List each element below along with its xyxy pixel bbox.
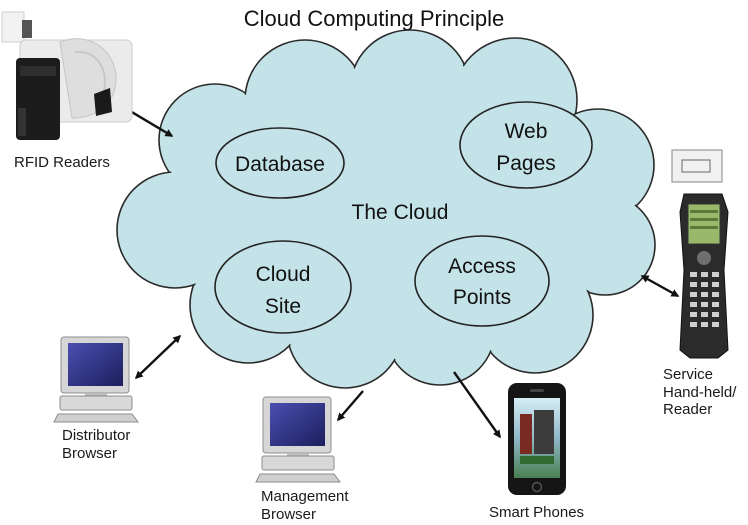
label-distributor-browser-line2: Browser bbox=[62, 445, 118, 462]
label-distributor-browser: Distributor Browser bbox=[62, 427, 130, 463]
node-database-label: Database bbox=[235, 153, 325, 176]
handheld-reader-image bbox=[671, 149, 729, 359]
management-computer-image bbox=[255, 396, 341, 483]
label-service-handheld: Service Hand-held/ Reader bbox=[663, 366, 736, 419]
label-management-browser: Management Browser bbox=[261, 488, 349, 524]
node-cloud-site-line2: Site bbox=[265, 295, 301, 318]
arrow-management-cloud bbox=[337, 390, 364, 422]
node-cloud-site: Cloud Site bbox=[214, 240, 352, 334]
diagram-title: Cloud Computing Principle bbox=[243, 6, 505, 31]
rfid-reader-image bbox=[1, 11, 133, 140]
label-rfid-readers-text: RFID Readers bbox=[14, 154, 110, 171]
label-smart-phones: Smart Phones bbox=[489, 504, 584, 521]
node-access-points: Access Points bbox=[414, 235, 550, 327]
label-service-handheld-line2: Hand-held/ bbox=[663, 383, 737, 401]
arrow-cloud-to-phones bbox=[453, 371, 501, 439]
node-web-pages-line2: Pages bbox=[496, 152, 556, 175]
cloud-label: The Cloud bbox=[352, 201, 449, 224]
connector-arrows bbox=[124, 106, 680, 439]
distributor-computer-image bbox=[53, 336, 139, 423]
label-service-handheld-line1: Service bbox=[663, 366, 714, 383]
arrow-distributor-cloud bbox=[134, 334, 182, 380]
smart-phone-image bbox=[508, 383, 566, 495]
label-rfid-readers: RFID Readers bbox=[14, 154, 110, 171]
label-management-browser-line2: Browser bbox=[261, 506, 317, 523]
node-database: Database bbox=[215, 127, 345, 199]
label-management-browser-line1: Management bbox=[261, 488, 349, 505]
node-cloud-site-line1: Cloud bbox=[256, 263, 311, 286]
label-service-handheld-line3: Reader bbox=[663, 401, 713, 418]
node-access-points-line2: Points bbox=[453, 286, 511, 309]
label-distributor-browser-line1: Distributor bbox=[62, 427, 131, 444]
arrow-rfid-to-cloud bbox=[124, 106, 174, 138]
node-access-points-line1: Access bbox=[448, 255, 516, 278]
node-web-pages-line1: Web bbox=[505, 120, 548, 143]
node-web-pages: Web Pages bbox=[459, 101, 593, 189]
arrow-cloud-handheld bbox=[640, 274, 680, 298]
label-smart-phones-text: Smart Phones bbox=[489, 504, 585, 521]
